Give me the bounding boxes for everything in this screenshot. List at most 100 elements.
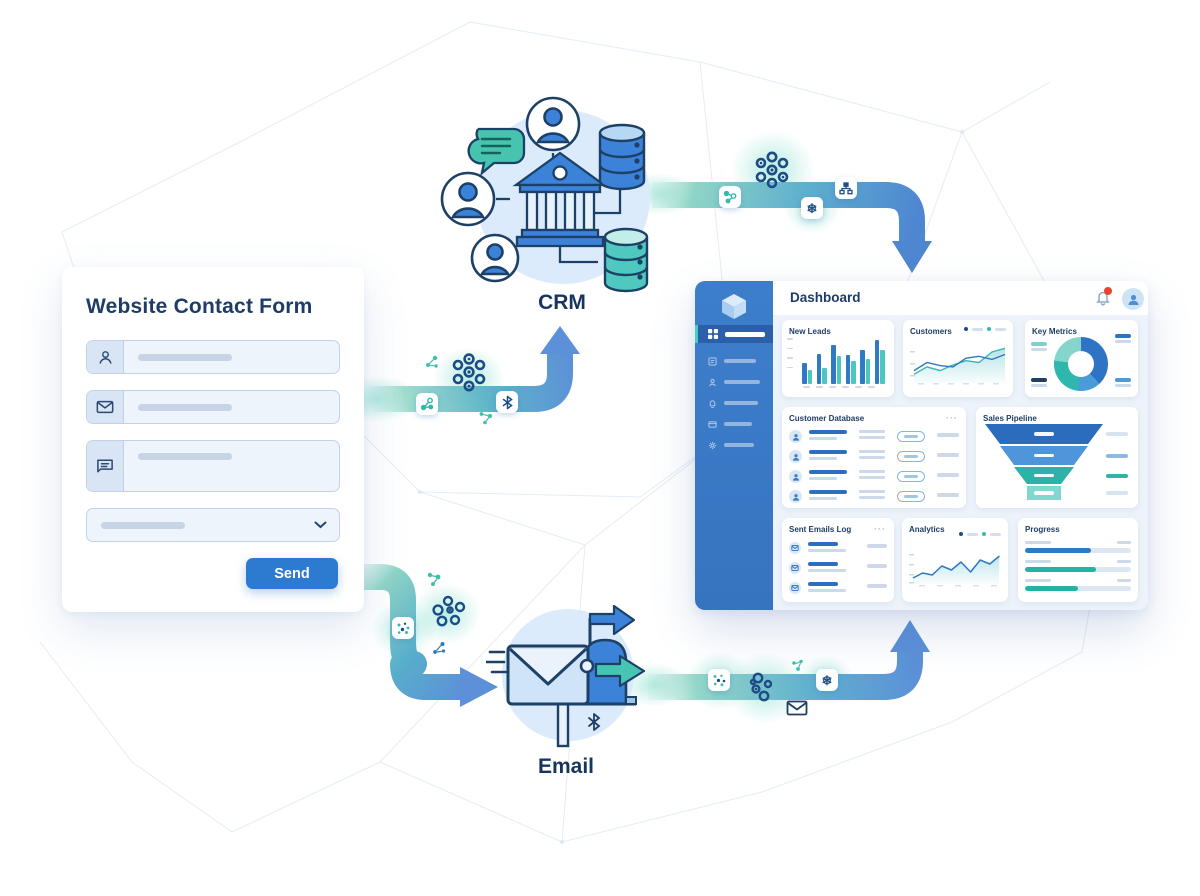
bar <box>836 356 841 384</box>
notification-badge <box>1104 287 1112 295</box>
new-leads-bar-chart <box>802 340 887 384</box>
customer-avatar <box>789 430 802 443</box>
data-cluster-icon <box>432 595 466 627</box>
org-chart-icon <box>835 177 857 199</box>
sidebar-item-dashboard[interactable] <box>695 325 773 343</box>
progress-fill <box>1025 567 1097 572</box>
sidebar-item-billing[interactable] <box>695 416 773 432</box>
funnel-label <box>1034 453 1054 458</box>
funnel-segment <box>1027 486 1061 500</box>
name-field[interactable] <box>86 340 340 374</box>
email-row-icon <box>789 542 801 554</box>
message-placeholder <box>138 453 232 460</box>
progress-track <box>1025 567 1131 572</box>
database-icon <box>598 123 646 191</box>
snowflake-icon: ❄ <box>816 669 838 691</box>
key-metrics-donut-chart <box>1054 337 1108 391</box>
analytics-legend <box>959 532 1001 536</box>
glow <box>411 583 481 645</box>
gear-icon <box>708 441 717 449</box>
molecule-icon <box>792 659 803 671</box>
crm-dashboard-window: Dashboard New Leads Customers <box>695 281 1148 610</box>
user-icon <box>87 341 124 373</box>
sidebar-item-customers[interactable] <box>695 374 773 390</box>
send-button[interactable]: Send <box>246 558 338 589</box>
bar <box>865 359 870 384</box>
table-row <box>789 450 959 463</box>
avatar-person-icon <box>1128 294 1138 305</box>
email-field[interactable] <box>86 390 340 424</box>
user-avatar[interactable] <box>1122 288 1144 310</box>
sales-pipeline-funnel-chart <box>980 424 1108 504</box>
card-menu-button[interactable]: ··· <box>874 524 886 534</box>
card-key-metrics: Key Metrics <box>1025 320 1138 397</box>
progress-row <box>1025 579 1131 591</box>
email-row-icon <box>789 562 801 574</box>
bar-group <box>845 355 856 384</box>
scatter-dots-icon <box>708 669 730 691</box>
list-item <box>789 562 887 574</box>
status-badge <box>897 491 925 502</box>
bell-icon <box>709 399 716 408</box>
card-menu-button[interactable]: ··· <box>946 413 958 423</box>
sidebar-item-notifications[interactable] <box>695 395 773 411</box>
funnel-segment <box>1014 467 1074 484</box>
crm-label: CRM <box>538 291 586 314</box>
data-cluster-icon <box>755 151 789 189</box>
card-sales-pipeline: Sales Pipeline <box>976 407 1138 508</box>
sidebar-item-settings[interactable] <box>695 437 773 453</box>
table-row <box>789 470 959 483</box>
crm-illustration <box>440 96 650 293</box>
status-badge <box>897 431 925 442</box>
card-customers: Customers <box>903 320 1013 397</box>
bar-group <box>860 350 870 384</box>
funnel-segment <box>1000 446 1088 465</box>
form-title: Website Contact Form <box>86 295 313 318</box>
table-row <box>789 430 959 443</box>
topic-select[interactable] <box>86 508 340 542</box>
dashboard-content: New Leads Customers Key Metrics <box>773 315 1148 610</box>
bluetooth-icon <box>588 713 601 731</box>
analytics-area-chart <box>909 546 1001 588</box>
select-placeholder <box>101 521 185 529</box>
email-illustration <box>486 604 646 748</box>
bar-group <box>874 340 885 384</box>
funnel-label <box>1034 473 1054 478</box>
bar-group <box>802 363 812 384</box>
bar <box>831 345 836 384</box>
message-field[interactable] <box>86 440 340 492</box>
customer-avatar <box>789 470 802 483</box>
card-analytics: Analytics <box>902 518 1008 602</box>
customers-legend <box>964 327 1006 331</box>
list-item <box>789 542 887 554</box>
envelope-icon <box>786 700 808 716</box>
email-row-icon <box>789 582 801 594</box>
molecule-icon <box>433 642 446 654</box>
bar-group <box>816 354 827 384</box>
message-icon <box>87 441 124 491</box>
app-logo-icon <box>722 294 746 319</box>
card-customer-database: Customer Database ··· <box>782 407 966 508</box>
bar <box>807 370 812 384</box>
contact-form-card: Website Contact Form <box>62 267 364 612</box>
card-sent-emails-log: Sent Emails Log ··· <box>782 518 894 602</box>
bar-group <box>831 345 841 384</box>
progress-row <box>1025 541 1131 553</box>
molecule-icon <box>479 412 493 425</box>
scatter-dots-icon <box>392 617 414 639</box>
bar <box>860 350 865 384</box>
customer-avatar <box>789 490 802 503</box>
progress-fill <box>1025 548 1091 553</box>
progress-rows <box>1025 541 1131 591</box>
bluetooth-icon <box>496 391 518 413</box>
bar <box>880 350 885 384</box>
chevron-down-icon <box>314 521 327 529</box>
chat-bubble-icon <box>467 127 526 176</box>
bar <box>845 355 850 384</box>
status-badge <box>897 451 925 462</box>
data-cluster-icon <box>749 672 773 702</box>
grid-icon <box>708 329 718 339</box>
sidebar-item-contacts[interactable] <box>695 353 773 369</box>
